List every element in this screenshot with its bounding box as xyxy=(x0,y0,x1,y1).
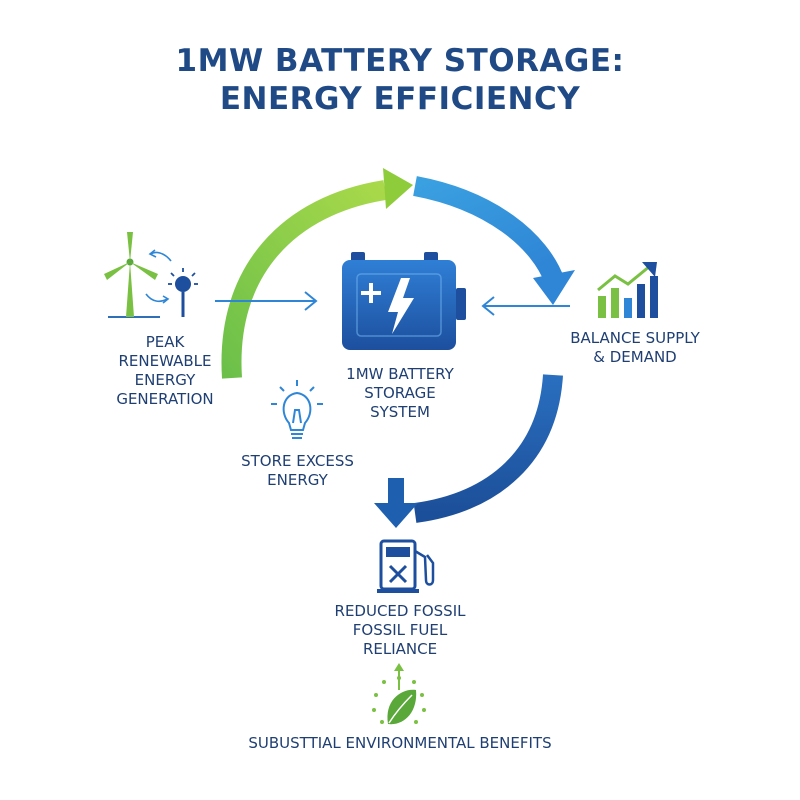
cycle-arrowhead-blue-right xyxy=(533,270,575,305)
cycle-arrow-blue-right xyxy=(413,176,565,286)
fossil-label: REDUCED FOSSIL FOSSIL FUEL RELIANCE xyxy=(334,602,466,658)
page-title-line-2: ENERGY EFFICIENCY xyxy=(219,81,581,117)
environment-label: SUBUSTTIAL ENVIRONMENTAL BENEFITS xyxy=(248,734,552,752)
store-label: STORE EXCESS ENERGY xyxy=(241,452,354,489)
cycle-arrow-green xyxy=(221,180,387,379)
renewable-label: PEAK RENEWABLE ENERGY GENERATION xyxy=(116,333,214,408)
cycle-arrowhead-green xyxy=(383,168,413,209)
wind-solar-icon xyxy=(104,232,198,318)
fuel-pump-icon xyxy=(377,539,435,593)
cycle-arrow-navy xyxy=(413,374,563,523)
growth-chart-icon xyxy=(597,262,658,318)
down-arrow-shaft xyxy=(388,478,404,508)
battery-icon xyxy=(342,252,466,350)
page-title-line-1: 1MW BATTERY STORAGE: xyxy=(175,43,625,79)
leaf-icon xyxy=(372,663,426,725)
balance-label: BALANCE SUPPLY & DEMAND xyxy=(570,329,700,366)
battery-label: 1MW BATTERY STORAGE SYSTEM xyxy=(346,365,454,421)
down-arrow-head xyxy=(374,503,418,528)
lightbulb-icon xyxy=(271,380,323,439)
